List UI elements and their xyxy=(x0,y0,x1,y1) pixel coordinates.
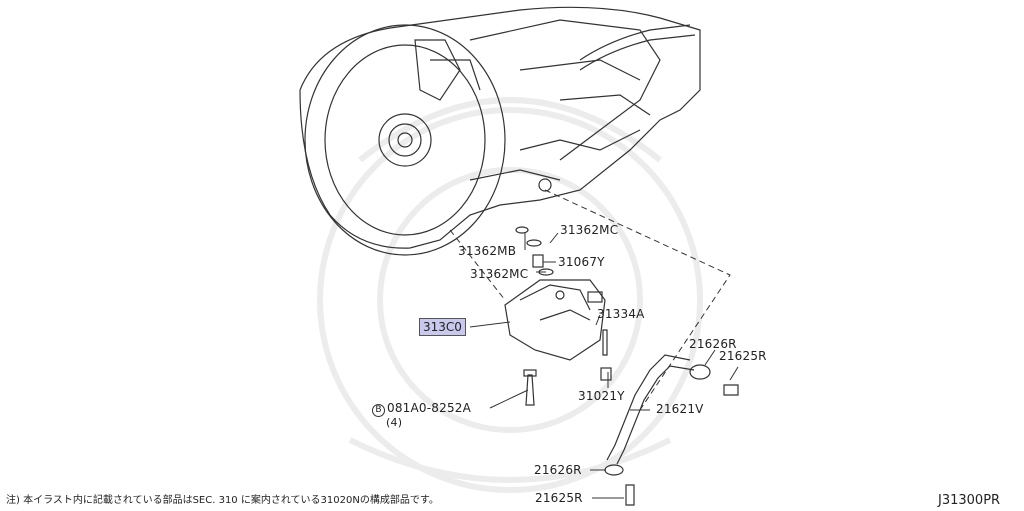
part-label-21626R-bottom[interactable]: 21626R xyxy=(534,463,582,477)
footnote: 注) 本イラスト内に記載されている部品はSEC. 310 に案内されている310… xyxy=(6,495,439,506)
bolts xyxy=(523,329,739,506)
part-label-31067Y[interactable]: 31067Y xyxy=(558,255,605,269)
part-label-31362MB[interactable]: 31362MB xyxy=(458,244,517,258)
leader-lines xyxy=(469,232,739,499)
transmission-housing xyxy=(299,6,701,256)
bolt-part-number: 081A0-8252A xyxy=(387,401,472,415)
part-label-313C0[interactable]: 313C0 xyxy=(419,318,466,336)
part-label-21625R-top[interactable]: 21625R xyxy=(719,349,767,363)
seal-parts xyxy=(515,226,554,276)
part-label-31362MC-bottom[interactable]: 31362MC xyxy=(470,267,529,281)
part-label-31362MC-top[interactable]: 31362MC xyxy=(560,223,619,237)
part-label-31021Y[interactable]: 31021Y xyxy=(578,389,625,403)
control-unit xyxy=(504,279,606,361)
bolt-quantity: (4) xyxy=(386,416,403,429)
guide-lines xyxy=(449,189,731,411)
oil-tube xyxy=(604,354,711,476)
part-label-21625R-bottom[interactable]: 21625R xyxy=(535,491,583,505)
watermark-emblem xyxy=(317,97,703,493)
part-label-21621V[interactable]: 21621V xyxy=(656,402,704,416)
part-label-31334A[interactable]: 31334A xyxy=(597,307,645,321)
bolt-marker-icon: B xyxy=(372,404,385,417)
diagram-code: J31300PR xyxy=(938,493,1001,508)
part-label-21626R-top[interactable]: 21626R xyxy=(689,337,737,351)
